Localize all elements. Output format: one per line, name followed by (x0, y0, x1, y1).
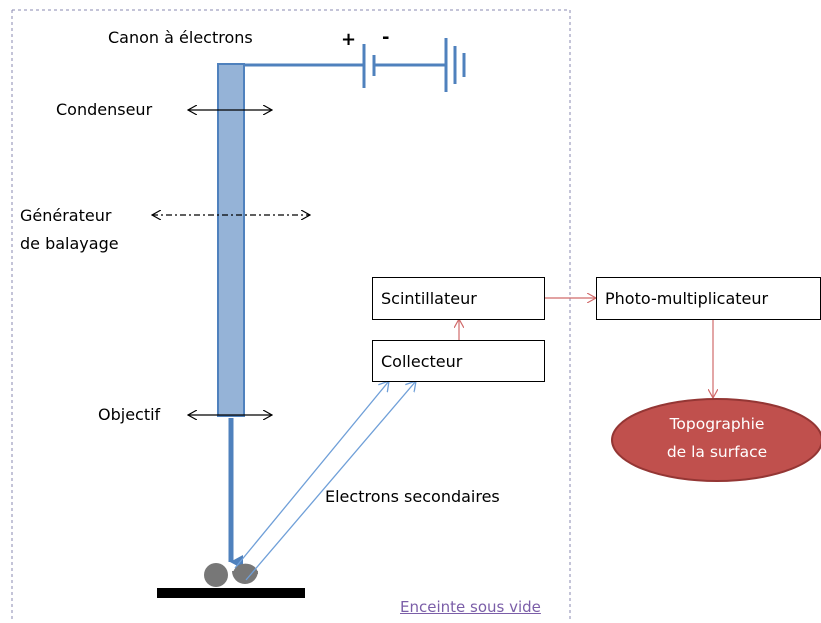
vacuum-chamber (11, 9, 571, 620)
objective-label: Objectif (98, 405, 161, 424)
output-label-line2: de la surface (666, 443, 768, 461)
battery-plus-sign: + (341, 29, 357, 50)
scan-generator-label-line1: Générateur (20, 206, 112, 225)
scintillator-box: Scintillateur (372, 277, 545, 320)
output-label-line1: Topographie (669, 415, 765, 433)
ground-icon (444, 38, 466, 92)
secondary-electron-path-2 (245, 381, 416, 581)
vacuum-chamber-label: Enceinte sous vide (400, 598, 541, 616)
battery-symbol (362, 44, 376, 88)
scan-generator-label-line2: de balayage (20, 234, 119, 253)
sample-stage (157, 588, 305, 598)
collector-box: Collecteur (372, 340, 545, 382)
secondary-electrons-label: Electrons secondaires (325, 487, 500, 506)
photomultiplier-box: Photo-multiplicateur (596, 277, 821, 320)
secondary-electron-path-1 (234, 381, 389, 569)
sample-particle-large (204, 563, 228, 587)
condenser-label: Condenseur (56, 100, 153, 119)
electron-gun-label: Canon à électrons (108, 28, 253, 47)
output-ellipse (611, 398, 821, 482)
electron-column (217, 63, 245, 417)
sample-particle-small-cap (233, 563, 258, 574)
battery-minus-sign: - (382, 27, 390, 48)
